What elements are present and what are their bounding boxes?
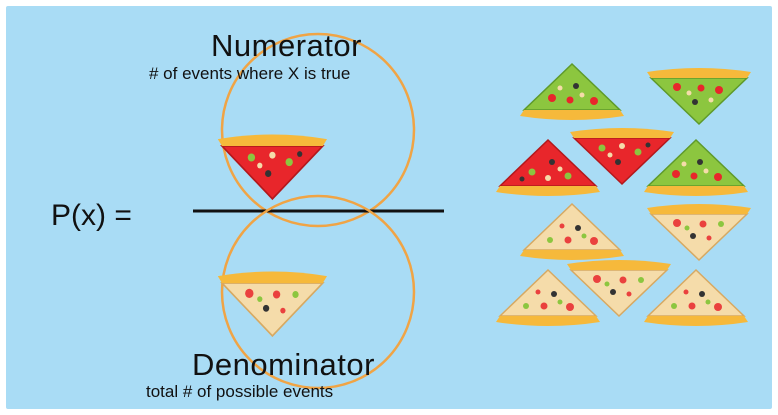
pizza-slice-plain xyxy=(519,203,625,261)
numerator-slice-red xyxy=(216,133,328,200)
numerator-title: Numerator xyxy=(211,28,362,63)
denominator-title: Denominator xyxy=(192,347,375,382)
pizza-slice-green xyxy=(646,67,752,125)
probability-label: P(x) = xyxy=(51,199,132,232)
numerator-subtitle: # of events where X is true xyxy=(149,64,351,83)
probability-diagram: Numerator # of events where X is true P(… xyxy=(6,6,772,409)
denominator-subtitle: total # of possible events xyxy=(146,382,334,401)
pizza-slice-green xyxy=(519,63,625,121)
denominator-circle xyxy=(220,194,416,390)
pizza-slice-plain xyxy=(643,269,749,327)
diagram-graphics xyxy=(193,32,752,390)
numerator-circle xyxy=(220,32,416,228)
denominator-slice-plain xyxy=(216,270,328,337)
pizza-slice-plain xyxy=(646,203,752,261)
